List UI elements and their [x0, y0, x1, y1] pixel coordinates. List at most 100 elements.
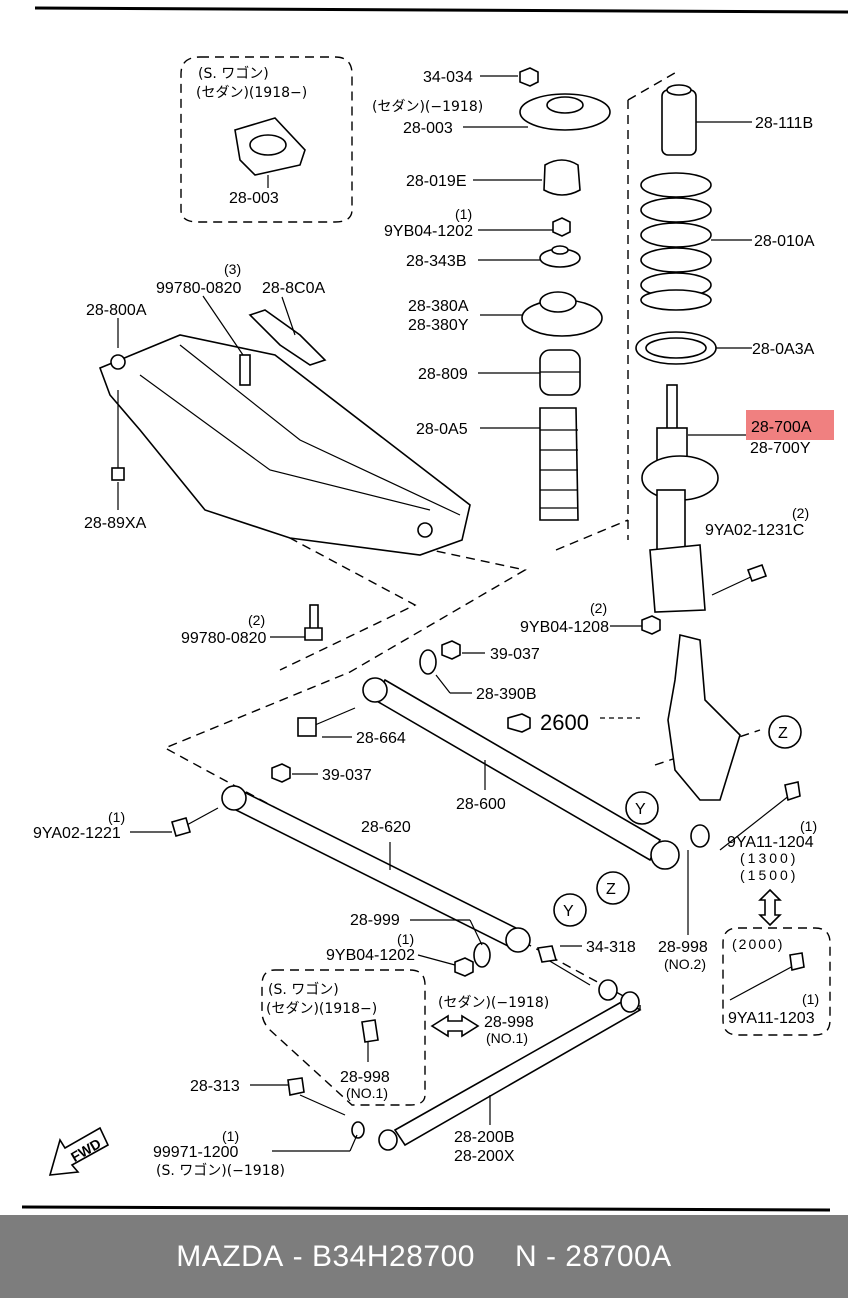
label-no2: (NO.2) [664, 956, 706, 972]
label-sedan-1918b: (セダン)(1918−) [196, 85, 307, 101]
label-99780a: 99780-0820 [156, 280, 242, 297]
circle-y1: Y [625, 791, 659, 825]
top-border [34, 6, 848, 14]
label-s-wagon-1918: (S. ワゴン)(−1918) [156, 1162, 285, 1179]
footer-bar: MAZDA - B34H28700 N - 28700A [0, 1215, 848, 1298]
label-28200b: 28-200B [454, 1129, 515, 1146]
circle-z1: Z [768, 715, 802, 749]
label-999711200: 99971-1200 [153, 1144, 239, 1161]
bolt-28664 [297, 707, 356, 737]
nut-34034 [519, 67, 539, 87]
label-qty-1d: (1) [397, 931, 414, 947]
label-qty-2b: (2) [590, 600, 607, 616]
wagon-bushing-box [261, 969, 426, 1106]
label-9ya021231c: 9YA02-1231C [705, 522, 804, 539]
arm-28620 [221, 785, 531, 953]
bush-28998-wagon [361, 1019, 379, 1043]
mount-plate-28003 [519, 93, 611, 131]
knuckle-guide [654, 729, 761, 766]
label-2000: (2000) [732, 936, 784, 952]
bolt-99780-top [239, 354, 251, 386]
label-qty-1a: (1) [455, 206, 472, 222]
footer-ref: N - 28700A [514, 1239, 672, 1273]
label-s-wagon2: (S. ワゴン) [268, 981, 339, 998]
label-qty-1c: (1) [800, 818, 817, 834]
label-28390b: 28-390B [476, 686, 537, 703]
label-9yb041202b: 9YB04-1202 [326, 947, 415, 964]
label-288c0a: 28-8C0A [262, 280, 325, 297]
label-sedan-1918a: (セダン)(−1918) [372, 99, 483, 115]
fwd-arrow-icon: FWD [48, 1126, 110, 1176]
label-28664: 28-664 [356, 730, 406, 747]
label-qty-2a: (2) [792, 505, 809, 521]
nut-9yb041202b [454, 957, 474, 977]
footer-sep: - [283, 1239, 312, 1273]
ref-pointer-2600 [507, 713, 640, 733]
label-280a5: 28-0A5 [416, 421, 468, 438]
label-28998-no2: 28-998 [658, 939, 708, 956]
bush-28998-no2 [690, 824, 710, 848]
label-34318: 34-318 [586, 939, 636, 956]
dust-boot-280a5 [539, 407, 579, 521]
bolt-99780-bottom [304, 604, 323, 641]
label-qty-3: (3) [224, 261, 241, 277]
bumper-28019e [543, 159, 581, 196]
cross-arrow [430, 1014, 480, 1038]
label-280a3a: 28-0A3A [752, 341, 815, 358]
label-28003b: 28-003 [229, 190, 279, 207]
arm-28600 [362, 677, 680, 870]
circle-z2: Z [596, 871, 630, 905]
shock-absorber-28700a [641, 384, 719, 613]
label-28600: 28-600 [456, 796, 506, 813]
bolt-28313 [287, 1077, 346, 1116]
label-sedan-1918c: (セダン)(1918−) [266, 1001, 377, 1017]
bump-stop-28111b [661, 84, 697, 156]
label-28019e: 28-019E [406, 173, 467, 190]
bolt-9ya111203 [729, 952, 805, 1001]
mount-28343b [539, 245, 581, 268]
label-28700y: 28-700Y [750, 440, 811, 457]
label-qty-1f: (1) [222, 1128, 239, 1144]
label-28313: 28-313 [190, 1078, 240, 1095]
nut-9yb041208 [641, 615, 661, 635]
spring-seat-280a3a [635, 331, 717, 365]
bolt-9ya021221 [171, 807, 219, 837]
label-28620: 28-620 [361, 819, 411, 836]
wagon-insert-box [180, 56, 353, 223]
label-9ya111204: 9YA11-1204 [727, 834, 814, 851]
knuckle-2600 [667, 634, 741, 801]
highlight-box [746, 410, 834, 440]
label-28800a: 28-800A [86, 302, 147, 319]
nut-39037b [271, 763, 291, 783]
bolt-2000-box [722, 927, 831, 1036]
nut-39037a [441, 640, 461, 660]
bracket-288c0a [248, 309, 327, 366]
label-28998a: 28-998 [340, 1069, 390, 1086]
label-39037a: 39-037 [490, 646, 540, 663]
parts-diagram: FWD Z Y Z Y [21, 6, 848, 1212]
footer-part-number: B34H28700 [311, 1239, 475, 1273]
bottom-border [21, 1205, 831, 1212]
label-1300: (1300) [740, 850, 798, 866]
bumper-28809 [539, 349, 581, 396]
label-28809: 28-809 [418, 366, 468, 383]
circle-z1-label: Z [778, 725, 788, 742]
label-qty-1b: (1) [108, 809, 125, 825]
mount-28380a [521, 291, 603, 337]
label-28700a: 28-700A [751, 419, 812, 436]
leader-lines [117, 75, 752, 1152]
label-qty-1e: (1) [802, 991, 819, 1007]
trailing-link-28200b [378, 979, 642, 1151]
double-arrow [758, 888, 782, 927]
bolt-34318 [536, 945, 591, 986]
crossmember-28800a [98, 334, 471, 556]
label-no1a: (NO.1) [346, 1085, 388, 1101]
strut-group-outline [555, 69, 681, 551]
label-28380y: 28-380Y [408, 317, 469, 334]
bolt-2889xa [111, 425, 125, 481]
label-2600: 2600 [540, 710, 589, 735]
label-28380a: 28-380A [408, 298, 469, 315]
bush-28999 [473, 942, 491, 968]
label-9yb041208: 9YB04-1208 [520, 619, 609, 636]
label-28999: 28-999 [350, 912, 400, 929]
